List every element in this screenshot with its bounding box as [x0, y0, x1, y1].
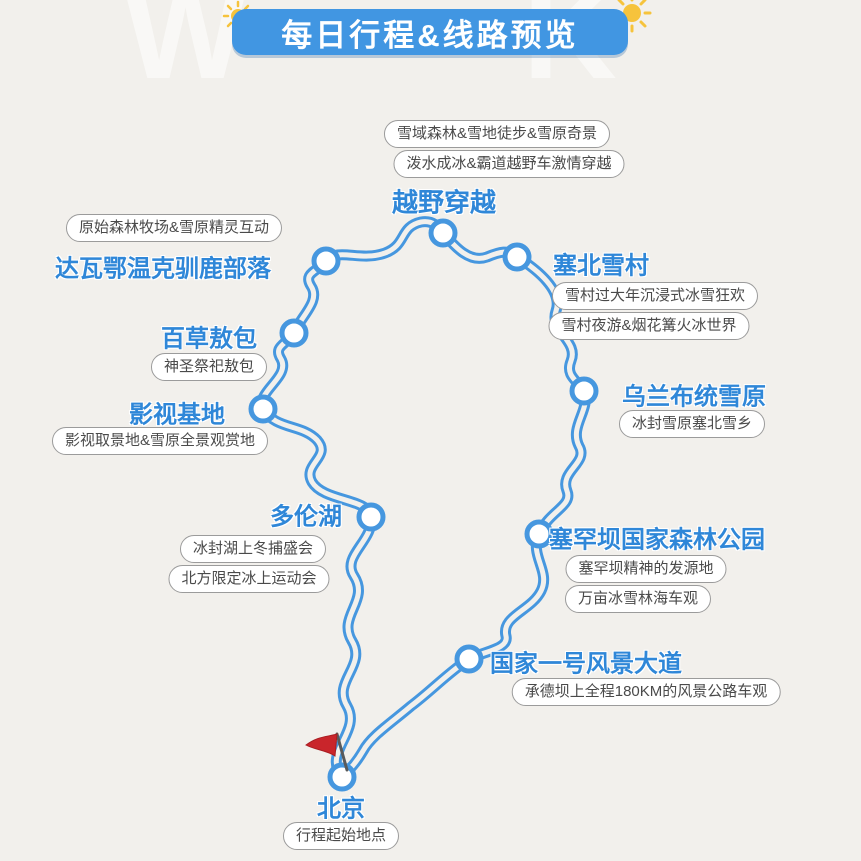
stop-label-beijing: 北京: [317, 795, 365, 823]
stop-tag: 雪域森林&雪地徒步&雪原奇景: [383, 120, 611, 148]
stop-label-baicao-aobao: 百草敖包: [161, 325, 257, 353]
stop-label-film-studio-base: 影视基地: [129, 401, 225, 429]
start-flag-icon: [305, 732, 349, 772]
stop-label-ewenki-reindeer-tribe: 达瓦鄂温克驯鹿部落: [55, 255, 271, 283]
node-saihanba-forest-park: [524, 519, 554, 549]
stop-tag: 承德坝上全程180KM的风景公路车观: [511, 678, 781, 706]
node-duolun-lake: [356, 502, 386, 532]
title-banner: 每日行程&线路预览: [232, 9, 628, 55]
stop-tag: 泼水成冰&霸道越野车激情穿越: [393, 150, 625, 178]
node-baicao-aobao: [279, 318, 309, 348]
stop-tag: 神圣祭祀敖包: [150, 353, 268, 381]
node-offroad-crossing: [428, 218, 458, 248]
stop-label-offroad-crossing: 越野穿越: [391, 187, 497, 218]
node-saibei-snow-village: [502, 242, 532, 272]
node-ulan-butong-snowfield: [569, 376, 599, 406]
node-ewenki-reindeer-tribe: [311, 246, 341, 276]
stop-tag: 影视取景地&雪原全景观赏地: [51, 427, 269, 455]
stop-label-saibei-snow-village: 塞北雪村: [553, 252, 649, 280]
stop-tag: 冰封雪原塞北雪乡: [618, 410, 766, 438]
stop-tag: 冰封湖上冬捕盛会: [179, 535, 327, 563]
stop-tag: 雪村夜游&烟花篝火冰世界: [548, 312, 750, 340]
stop-tag: 万亩冰雪林海车观: [564, 585, 712, 613]
page-title: 每日行程&线路预览: [281, 17, 579, 53]
stop-tag: 原始森林牧场&雪原精灵互动: [65, 214, 283, 242]
stop-tag: 雪村过大年沉浸式冰雪狂欢: [551, 282, 759, 310]
stop-label-ulan-butong-snowfield: 乌兰布统雪原: [622, 383, 766, 411]
stop-label-saihanba-forest-park: 塞罕坝国家森林公园: [549, 526, 765, 554]
stop-tag: 塞罕坝精神的发源地: [565, 555, 727, 583]
node-national-scenic-road: [454, 644, 484, 674]
stop-tag: 行程起始地点: [282, 822, 400, 850]
stop-label-duolun-lake: 多伦湖: [270, 503, 342, 531]
stop-label-national-scenic-road: 国家一号风景大道: [490, 650, 682, 678]
node-film-studio-base: [248, 394, 278, 424]
route-nodes: [248, 218, 599, 792]
node-beijing: [327, 762, 357, 792]
stop-tag: 北方限定冰上运动会: [168, 565, 330, 593]
